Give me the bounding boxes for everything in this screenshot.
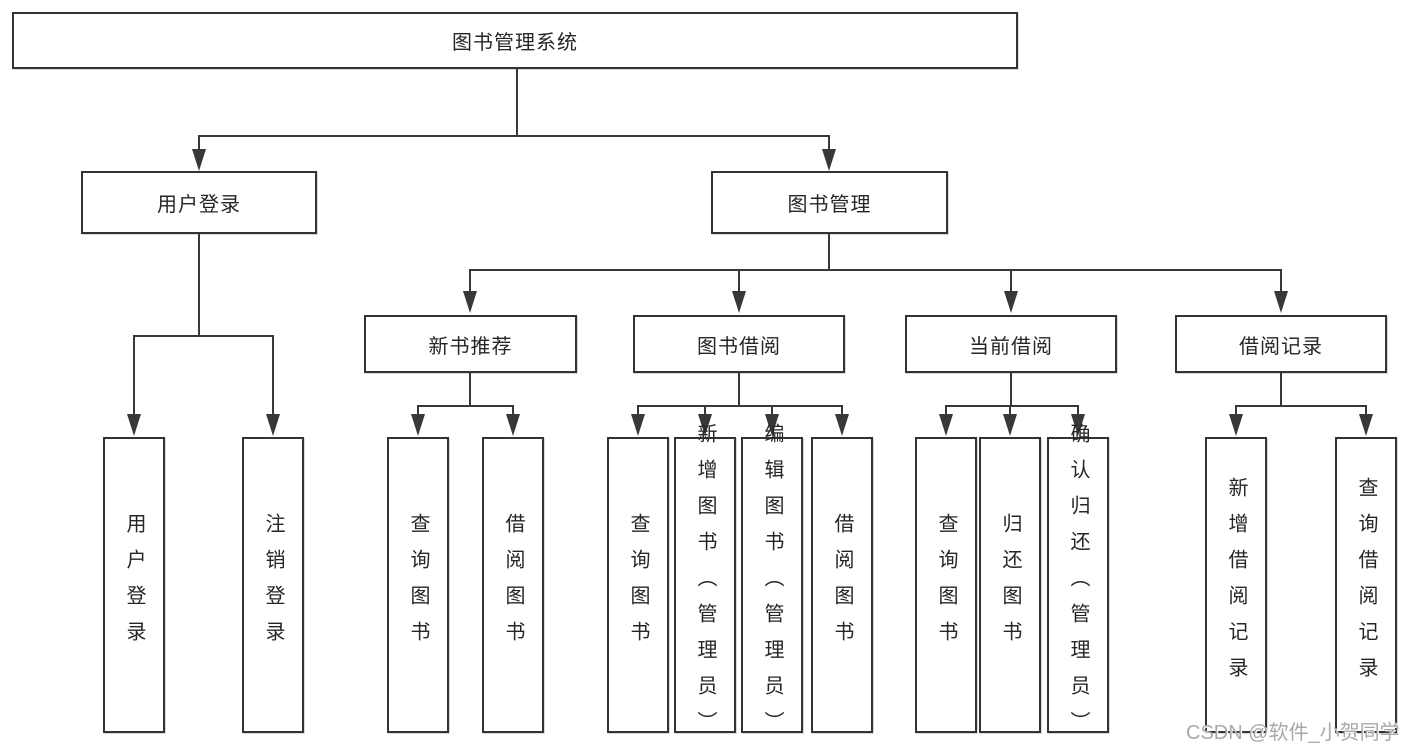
leaf-logout-label: 注销登录 [262,513,284,657]
connector-line [417,405,514,407]
connector-arrowhead [631,414,645,436]
node-user-login: 用户登录 [81,171,317,234]
connector-arrowhead [266,414,280,436]
connector-line [1235,405,1367,407]
node-book-borrowing-label: 图书借阅 [697,335,781,358]
leaf-add-borrow-record: 新增借阅记录 [1205,437,1267,733]
connector-arrowhead [835,414,849,436]
connector-line [1009,405,1011,416]
connector-line [738,373,740,406]
connector-line [516,69,518,136]
leaf-add-books-admin-label: 新增图书（管理员） [694,423,716,747]
connector-arrowhead [463,291,477,313]
connector-arrowhead [1274,291,1288,313]
leaf-return-books: 归还图书 [979,437,1041,733]
node-borrow-records-label: 借阅记录 [1239,335,1323,358]
leaf-borrow-books-newrec-label: 借阅图书 [502,513,524,657]
connector-line [512,405,514,416]
connector-line [469,269,471,293]
leaf-borrow-books-borrow-label: 借阅图书 [831,513,853,657]
leaf-confirm-return-admin: 确认归还（管理员） [1047,423,1109,747]
leaf-borrow-books-newrec: 借阅图书 [482,437,544,733]
connector-line [272,335,274,415]
connector-line [771,405,773,416]
connector-line [133,335,274,337]
leaf-user-login: 用户登录 [103,437,165,733]
connector-line [704,405,706,416]
leaf-query-books-borrow: 查询图书 [607,437,669,733]
connector-line [1365,405,1367,416]
node-new-book-recommend-label: 新书推荐 [428,335,513,358]
leaf-edit-books-admin-label: 编辑图书（管理员） [761,423,783,747]
connector-line [841,405,843,416]
connector-line [198,135,830,137]
connector-arrowhead [732,291,746,313]
connector-line [469,373,471,406]
node-book-management: 图书管理 [711,171,948,234]
leaf-query-books-newrec-label: 查询图书 [407,513,429,657]
connector-arrowhead [1004,291,1018,313]
node-current-borrowing: 当前借阅 [905,315,1117,373]
node-new-book-recommend: 新书推荐 [364,315,577,373]
connector-arrowhead [1359,414,1373,436]
leaf-user-login-label: 用户登录 [123,513,145,657]
node-root-label: 图书管理系统 [452,32,578,54]
connector-line [1280,269,1282,293]
leaf-query-books-current-label: 查询图书 [935,513,957,657]
connector-line [1077,405,1079,416]
connector-arrowhead [127,414,141,436]
connector-arrowhead [939,414,953,436]
connector-line [1010,373,1012,406]
leaf-query-borrow-record-label: 查询借阅记录 [1355,477,1377,693]
connector-line [828,135,830,151]
connector-arrowhead [1071,414,1085,436]
connector-arrowhead [411,414,425,436]
node-book-management-label: 图书管理 [787,194,872,216]
node-user-login-label: 用户登录 [157,194,241,216]
connector-arrowhead [822,149,836,171]
leaf-query-borrow-record: 查询借阅记录 [1335,437,1397,733]
connector-line [469,269,1282,271]
connector-line [637,405,639,416]
leaf-add-books-admin: 新增图书（管理员） [674,423,736,747]
leaf-return-books-label: 归还图书 [999,513,1021,657]
connector-line [1235,405,1237,416]
node-borrow-records: 借阅记录 [1175,315,1387,373]
leaf-query-books-borrow-label: 查询图书 [627,513,649,657]
leaf-logout: 注销登录 [242,437,304,733]
connector-line [417,405,419,416]
connector-line [1010,269,1012,293]
node-book-borrowing: 图书借阅 [633,315,845,373]
connector-line [945,405,1079,407]
leaf-add-borrow-record-label: 新增借阅记录 [1225,477,1247,693]
connector-arrowhead [192,149,206,171]
connector-line [637,405,843,407]
leaf-borrow-books-borrow: 借阅图书 [811,437,873,733]
connector-line [945,405,947,416]
connector-line [198,135,200,151]
connector-line [133,335,135,415]
leaf-query-books-newrec: 查询图书 [387,437,449,733]
leaf-confirm-return-admin-label: 确认归还（管理员） [1067,423,1089,747]
node-root: 图书管理系统 [12,12,1018,69]
connector-arrowhead [1003,414,1017,436]
connector-line [1280,373,1282,406]
connector-line [198,234,200,336]
connector-arrowhead [698,414,712,436]
connector-arrowhead [1229,414,1243,436]
connector-line [738,269,740,293]
connector-line [828,234,830,270]
leaf-query-books-current: 查询图书 [915,437,977,733]
connector-arrowhead [765,414,779,436]
node-current-borrowing-label: 当前借阅 [969,335,1053,358]
leaf-edit-books-admin: 编辑图书（管理员） [741,423,803,747]
connector-arrowhead [506,414,520,436]
